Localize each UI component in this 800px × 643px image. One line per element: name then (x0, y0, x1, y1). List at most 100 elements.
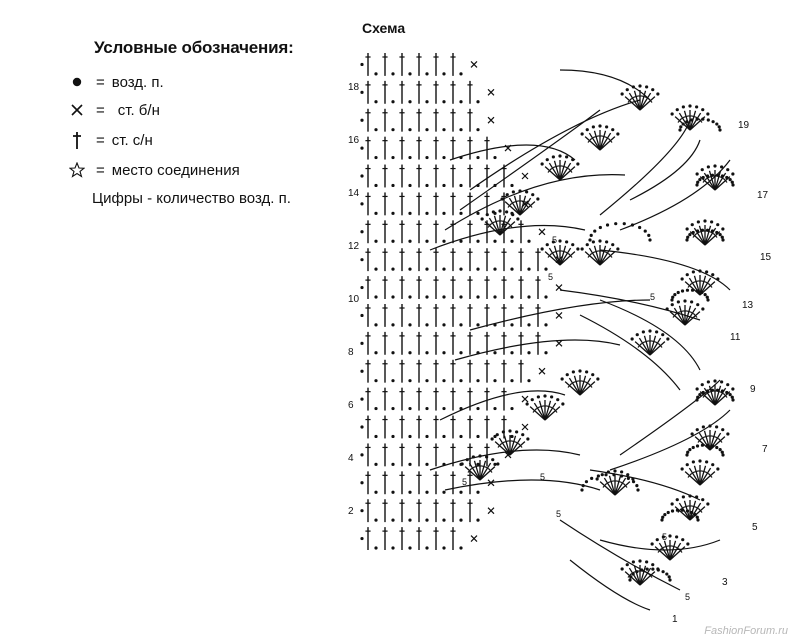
chain-stitch (408, 72, 412, 76)
chain-stitch (720, 165, 724, 169)
shell-stitch (714, 387, 727, 406)
chain-stitch (695, 105, 699, 109)
chain-stitch (425, 128, 429, 132)
chain-stitch (495, 433, 499, 437)
chain-stitch (516, 217, 520, 221)
chain-arc (444, 174, 626, 231)
shell-stitch (509, 441, 526, 456)
shell-stitch (703, 172, 716, 191)
chain-stitch (425, 295, 429, 299)
shell-stitch (723, 178, 728, 183)
chain-stitch (685, 273, 689, 277)
chain-arc (449, 144, 576, 161)
chain-stitch (695, 183, 699, 187)
chain-stitch (606, 470, 610, 474)
shell-stitch (699, 471, 716, 486)
shell-stitch (544, 402, 557, 421)
chain-stitch (588, 238, 592, 242)
shell-stitch (559, 251, 576, 266)
chain-stitch (476, 379, 480, 383)
chain-stitch (686, 542, 690, 546)
chain-stitch (643, 229, 647, 233)
chain-stitch (425, 267, 429, 271)
chain-stitch (680, 467, 684, 471)
chain-stitch (620, 567, 624, 571)
chain-stitch (521, 433, 525, 437)
chain-stitch (661, 570, 665, 574)
chain-dot-icon (60, 72, 94, 92)
row-number-left: 16 (348, 135, 360, 146)
shell-stitch (544, 406, 561, 421)
chain-stitch (696, 220, 700, 224)
chain-stitch (425, 379, 429, 383)
chain-count-label: 5 (685, 592, 690, 602)
chain-stitch (721, 227, 725, 231)
chain-count-label: 5 (462, 477, 467, 487)
shell-stitch (654, 546, 671, 561)
chain-stitch (715, 445, 719, 450)
chain-stitch (551, 240, 555, 244)
chain-stitch (660, 518, 664, 522)
chain-stitch (728, 178, 732, 182)
chain-stitch (459, 546, 463, 550)
chain-stitch (685, 288, 690, 292)
chain-stitch (527, 323, 531, 327)
chain-stitch (471, 455, 475, 459)
chain-stitch (476, 211, 480, 215)
shell-stitch (464, 466, 481, 481)
shell-stitch (559, 245, 567, 266)
chain-stitch (391, 379, 395, 383)
chain-stitch (391, 295, 395, 299)
shell-stitch (714, 385, 722, 406)
chain-stitch (683, 299, 687, 303)
chain-stitch (635, 333, 639, 337)
chain-arc (629, 139, 701, 201)
chain-stitch (425, 183, 429, 188)
chain-stitch (656, 567, 660, 571)
shell-stitch (599, 130, 607, 151)
chain-stitch (605, 125, 609, 129)
shell-stitch (548, 247, 561, 266)
shell-stitch (608, 253, 613, 258)
chain-stitch (510, 295, 514, 299)
shell-stitch (648, 98, 653, 103)
chain-stitch (585, 243, 589, 247)
legend-equals: = (96, 131, 105, 149)
chain-stitch (622, 222, 626, 226)
chain-stitch (561, 402, 565, 406)
chain-count-label: 5 (662, 532, 667, 542)
chain-stitch (691, 270, 695, 274)
shell-stitch (559, 162, 572, 181)
chain-stitch (374, 72, 378, 76)
chain-stitch (374, 351, 378, 355)
chain-stitch (580, 132, 584, 136)
chain-stitch (681, 105, 685, 109)
chain-stitch (631, 85, 635, 89)
single-crochet-stitch (487, 507, 495, 515)
shell-stitch (519, 195, 527, 216)
shell-stitch (559, 160, 567, 181)
shell-stitch (699, 275, 707, 296)
shell-stitch (674, 506, 691, 521)
chain-stitch (527, 295, 531, 299)
chain-stitch (391, 462, 395, 466)
shell-stitch (689, 231, 706, 246)
chain-stitch (638, 559, 642, 563)
shell-stitch (688, 277, 701, 296)
chain-stitch (510, 379, 514, 383)
chain-stitch (706, 380, 710, 384)
chain-stitch (651, 88, 655, 92)
chain-stitch (391, 267, 395, 271)
legend-text: ст. с/н (111, 131, 153, 149)
chain-stitch (668, 578, 672, 582)
chain-stitch (698, 269, 702, 273)
shell-stitch (678, 548, 683, 553)
shell-stitch (553, 160, 561, 181)
chain-stitch (442, 518, 446, 522)
chain-stitch (391, 239, 395, 243)
chain-stitch (425, 462, 429, 466)
chain-stitch (580, 247, 584, 251)
chain-stitch (631, 477, 635, 481)
chain-stitch (695, 398, 699, 402)
